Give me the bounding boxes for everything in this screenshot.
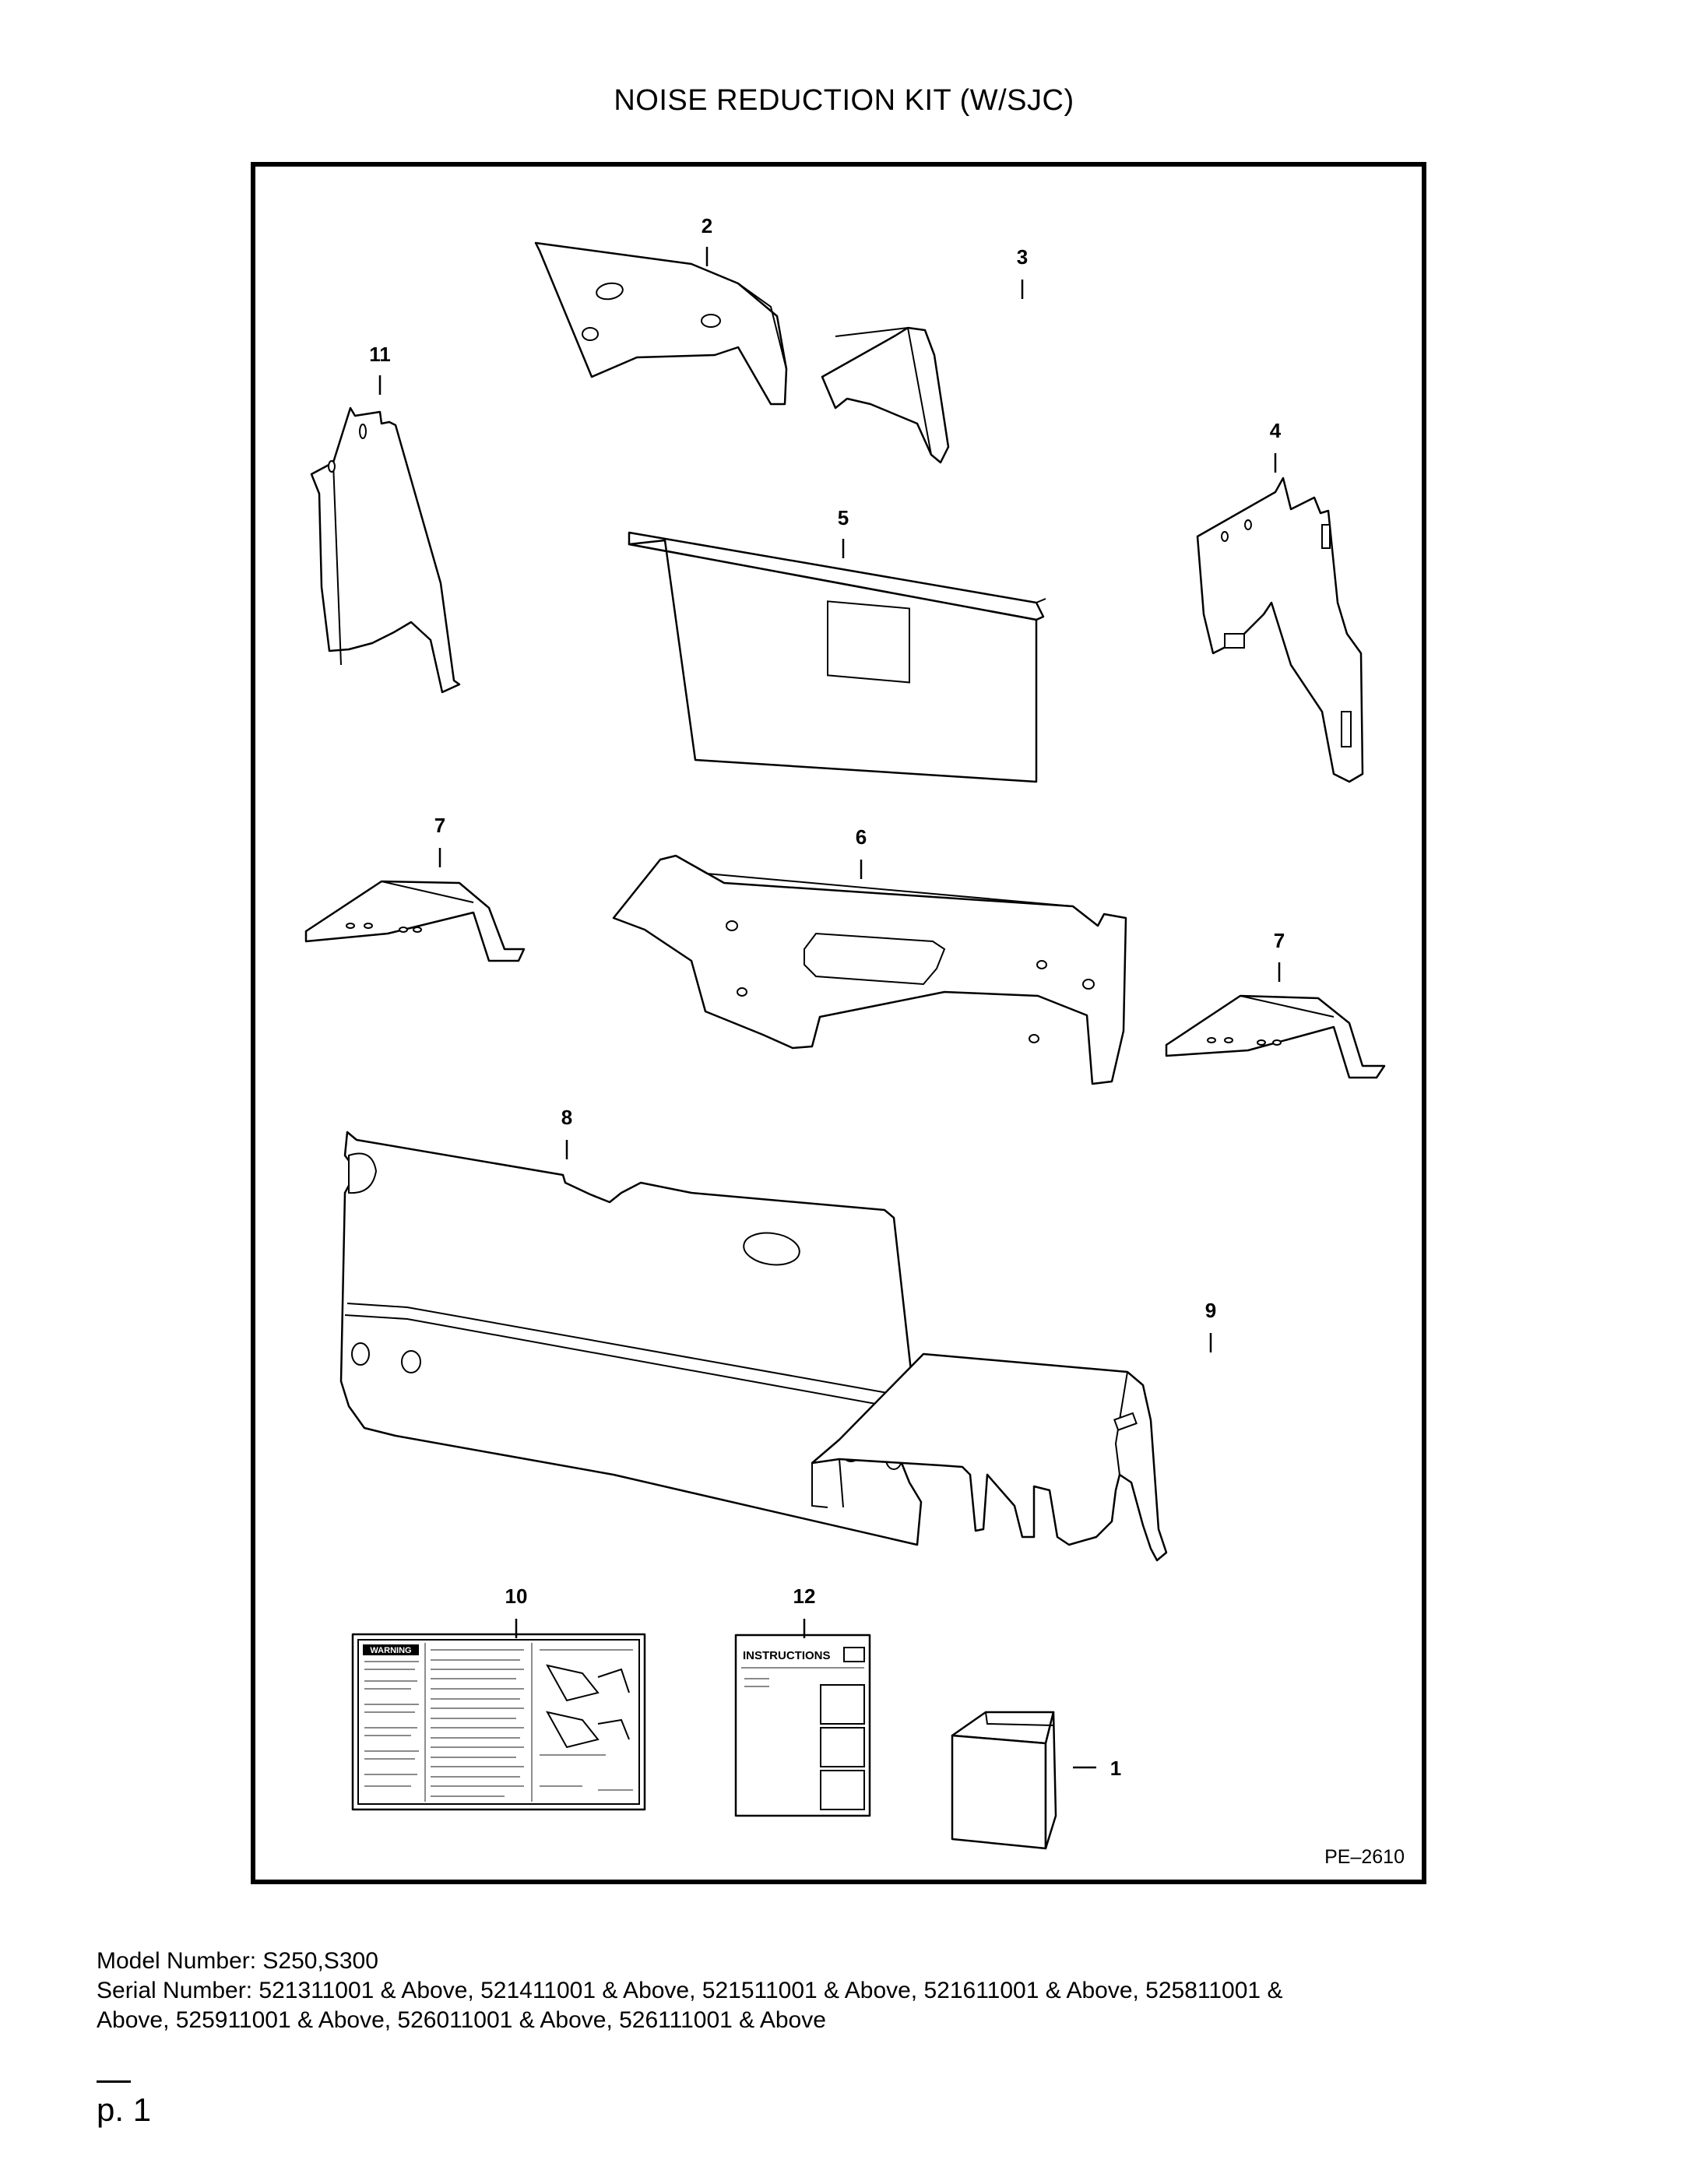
model-serial-info: Model Number: S250,S300 Serial Number: 5… xyxy=(97,1947,1576,2035)
part-1-box xyxy=(951,1711,1057,1850)
callout-8: 8 xyxy=(561,1106,572,1129)
serial-number-line-2: Above, 525911001 & Above, 526011001 & Ab… xyxy=(97,2007,826,2033)
page-number: p. 1 xyxy=(97,2091,152,2128)
part-12-instructions: INSTRUCTIONS xyxy=(734,1634,871,1817)
callout-10: 10 xyxy=(505,1584,528,1608)
part-7-bracket-right xyxy=(1165,994,1386,1079)
part-6-panel xyxy=(612,854,1127,1085)
callout-2: 2 xyxy=(702,214,712,237)
part-8-panel xyxy=(339,1131,923,1546)
callout-11: 11 xyxy=(369,343,391,366)
model-number: Model Number: S250,S300 xyxy=(97,1948,378,1974)
page-title: NOISE REDUCTION KIT (W/SJC) xyxy=(614,84,1074,117)
part-5-panel xyxy=(628,531,1046,783)
callout-1: 1 xyxy=(1110,1757,1121,1780)
callout-7-left: 7 xyxy=(434,814,445,837)
instructions-text: INSTRUCTIONS xyxy=(743,1649,831,1662)
serial-number-line-1: Serial Number: 521311001 & Above, 521411… xyxy=(97,1978,1283,2003)
part-9-cover xyxy=(811,1352,1168,1562)
callout-3: 3 xyxy=(1017,245,1028,269)
callout-4: 4 xyxy=(1270,419,1282,442)
part-7-bracket-left xyxy=(304,880,526,962)
decal-warning-text: WARNING xyxy=(370,1646,411,1655)
diagram-reference-code: PE–2610 xyxy=(1324,1846,1405,1868)
part-4-panel xyxy=(1196,477,1364,783)
callout-7-right: 7 xyxy=(1274,929,1285,952)
part-3-panel xyxy=(821,326,950,464)
part-10-warning-decal: WARNING xyxy=(351,1633,646,1811)
page-number-rule xyxy=(97,2080,131,2083)
callout-5: 5 xyxy=(838,506,849,529)
callout-9: 9 xyxy=(1205,1299,1216,1322)
callout-6: 6 xyxy=(856,825,867,849)
part-2-panel xyxy=(534,241,788,406)
callout-12: 12 xyxy=(793,1584,816,1608)
parts-diagram-frame: 2 3 11 4 xyxy=(251,162,1426,1884)
exploded-parts-diagram: 2 3 11 4 xyxy=(304,214,1386,1850)
part-11-panel xyxy=(310,406,461,694)
